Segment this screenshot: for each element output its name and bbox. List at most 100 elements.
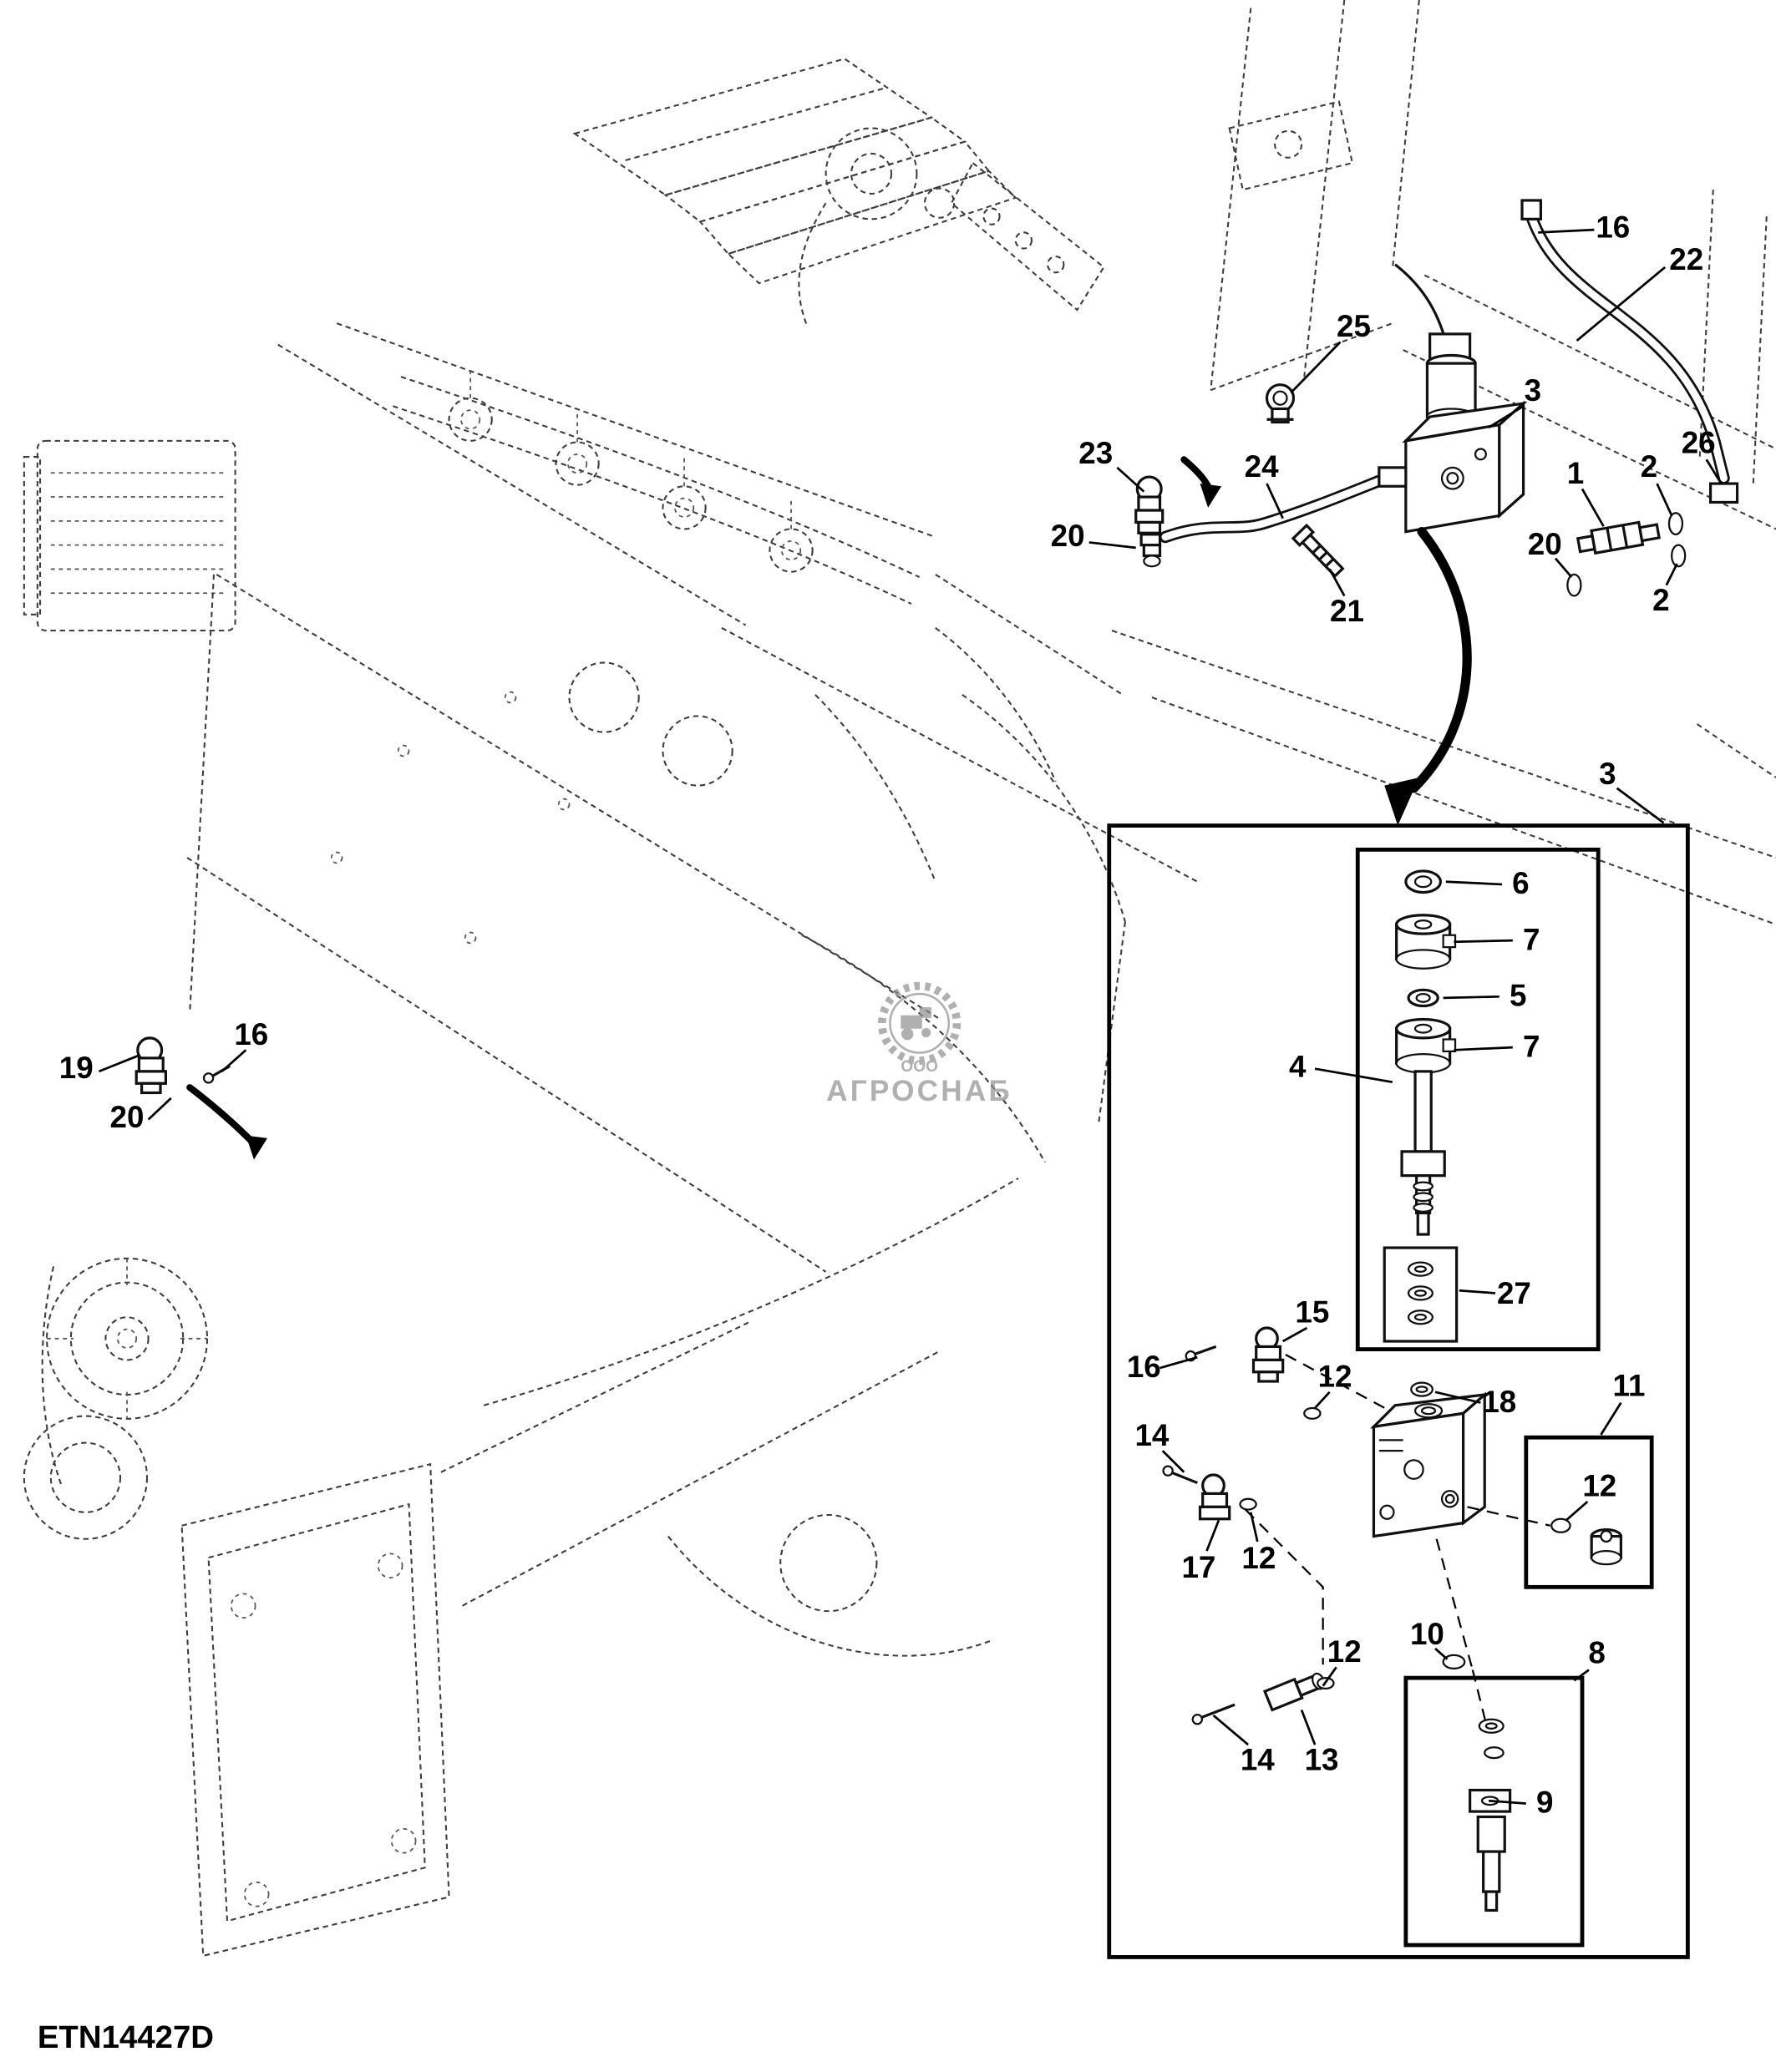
- callout-16-hose-top: 16: [1538, 210, 1630, 245]
- coil-7-upper: [1395, 914, 1457, 970]
- washer-12-plug: [1550, 1517, 1571, 1533]
- inset-frame-solenoid: [1355, 847, 1601, 1352]
- callout-7-upper: 7: [1454, 922, 1540, 956]
- svg-text:12: 12: [1318, 1359, 1352, 1393]
- engine-outline: [23, 58, 1198, 1958]
- svg-text:3: 3: [1599, 757, 1616, 791]
- watermark-tractor-icon: [901, 1015, 922, 1029]
- elbow-fitting-23: [1134, 475, 1165, 534]
- callout-27: 27: [1459, 1276, 1531, 1310]
- washer-5: [1407, 988, 1439, 1008]
- callout-3-inset: 3: [1599, 757, 1665, 824]
- callout-13: 13: [1300, 1710, 1339, 1776]
- plug-cap: [1590, 1527, 1622, 1566]
- svg-text:21: 21: [1330, 594, 1364, 628]
- stud-14-a: [1162, 1465, 1198, 1485]
- sensor-assembly: [1469, 1718, 1512, 1912]
- inset-frame-plug-11: [1524, 1435, 1654, 1589]
- svg-text:7: 7: [1523, 1029, 1540, 1063]
- washer-2-lower: [1671, 544, 1687, 568]
- arrow-left: [186, 1084, 267, 1160]
- svg-text:16: 16: [234, 1017, 268, 1051]
- svg-text:17: 17: [1181, 1550, 1215, 1584]
- axis-17-to-13: [1245, 1508, 1324, 1665]
- axis-body-to-plug: [1467, 1506, 1550, 1527]
- svg-text:1: 1: [1567, 456, 1584, 490]
- svg-text:18: 18: [1482, 1385, 1516, 1419]
- inset-outer-frame: [1107, 823, 1690, 1959]
- elbow-fitting-19: [134, 1036, 168, 1095]
- elbow-fitting-15: [1251, 1326, 1285, 1383]
- callout-23: 23: [1078, 436, 1145, 493]
- svg-text:15: 15: [1295, 1295, 1329, 1330]
- svg-text:19: 19: [59, 1051, 94, 1085]
- washer-12-b: [1239, 1497, 1257, 1511]
- callout-3-valve: 3: [1488, 373, 1541, 429]
- washer-2-upper: [1667, 512, 1684, 535]
- inset-frame-sensor-8: [1403, 1675, 1585, 1948]
- svg-text:11: 11: [1613, 1369, 1646, 1403]
- axis-body-down: [1435, 1538, 1474, 1670]
- svg-text:23: 23: [1078, 436, 1113, 470]
- callout-12-plug: 12: [1565, 1469, 1616, 1522]
- callout-8: 8: [1573, 1636, 1606, 1682]
- svg-text:10: 10: [1410, 1617, 1444, 1651]
- callout-20-right: 20: [1528, 527, 1573, 578]
- svg-text:4: 4: [1289, 1049, 1307, 1083]
- clamp-25: [1265, 383, 1296, 424]
- callout-2-lower: 2: [1652, 563, 1678, 617]
- callout-6: 6: [1445, 866, 1530, 900]
- callout-14-b: 14: [1212, 1714, 1275, 1776]
- svg-text:25: 25: [1337, 309, 1371, 343]
- svg-text:26: 26: [1682, 425, 1716, 459]
- hose-22: [1520, 199, 1730, 484]
- figure-id: ETN14427D: [38, 2019, 214, 2055]
- stud-14-b: [1191, 1703, 1236, 1725]
- arrow-to-inset: [1384, 527, 1472, 826]
- svg-text:6: 6: [1512, 866, 1529, 900]
- callout-10: 10: [1410, 1617, 1449, 1660]
- callout-14-a: 14: [1134, 1418, 1185, 1473]
- valve-stem-4: [1400, 1070, 1446, 1236]
- watermark-name: АГРОСНАБ: [826, 1075, 1012, 1107]
- seal-kit-27: [1383, 1246, 1459, 1343]
- watermark-org-type: ООО: [901, 1058, 938, 1076]
- svg-text:2: 2: [1641, 449, 1657, 484]
- callout-9: 9: [1488, 1786, 1553, 1820]
- bolt-21: [1291, 523, 1345, 578]
- svg-text:20: 20: [1051, 519, 1085, 553]
- check-valve-1: [1590, 520, 1645, 555]
- callout-20-bottom-left: 20: [110, 1097, 172, 1134]
- svg-text:12: 12: [1327, 1634, 1362, 1669]
- callout-11: 11: [1600, 1369, 1646, 1436]
- oring-18: [1410, 1381, 1433, 1397]
- callout-12-b: 12: [1241, 1512, 1276, 1575]
- svg-text:5: 5: [1510, 979, 1526, 1013]
- svg-text:14: 14: [1134, 1418, 1169, 1452]
- svg-text:9: 9: [1536, 1786, 1553, 1820]
- oring-20-right: [1566, 573, 1582, 597]
- oring-10: [1442, 1654, 1466, 1670]
- callout-1: 1: [1567, 456, 1605, 527]
- watermark: ООО АГРОСНАБ: [826, 981, 1012, 1107]
- svg-text:3: 3: [1525, 373, 1541, 408]
- callout-17: 17: [1181, 1519, 1220, 1584]
- hose-24: [1159, 474, 1386, 544]
- callout-7-lower: 7: [1454, 1029, 1540, 1063]
- valve-body: [1369, 1391, 1489, 1538]
- callout-4: 4: [1289, 1049, 1393, 1083]
- callout-22: 22: [1576, 242, 1703, 342]
- washer-12-a: [1303, 1406, 1322, 1420]
- svg-text:2: 2: [1652, 583, 1669, 617]
- callout-2-upper: 2: [1641, 449, 1673, 517]
- arrow-hose-direction: [1180, 456, 1222, 508]
- svg-text:8: 8: [1588, 1636, 1605, 1670]
- svg-text:27: 27: [1497, 1276, 1531, 1310]
- callout-20-left: 20: [1051, 519, 1136, 553]
- svg-text:7: 7: [1523, 922, 1540, 956]
- svg-text:14: 14: [1241, 1742, 1275, 1776]
- callout-19: 19: [59, 1051, 140, 1085]
- callout-25: 25: [1290, 309, 1371, 394]
